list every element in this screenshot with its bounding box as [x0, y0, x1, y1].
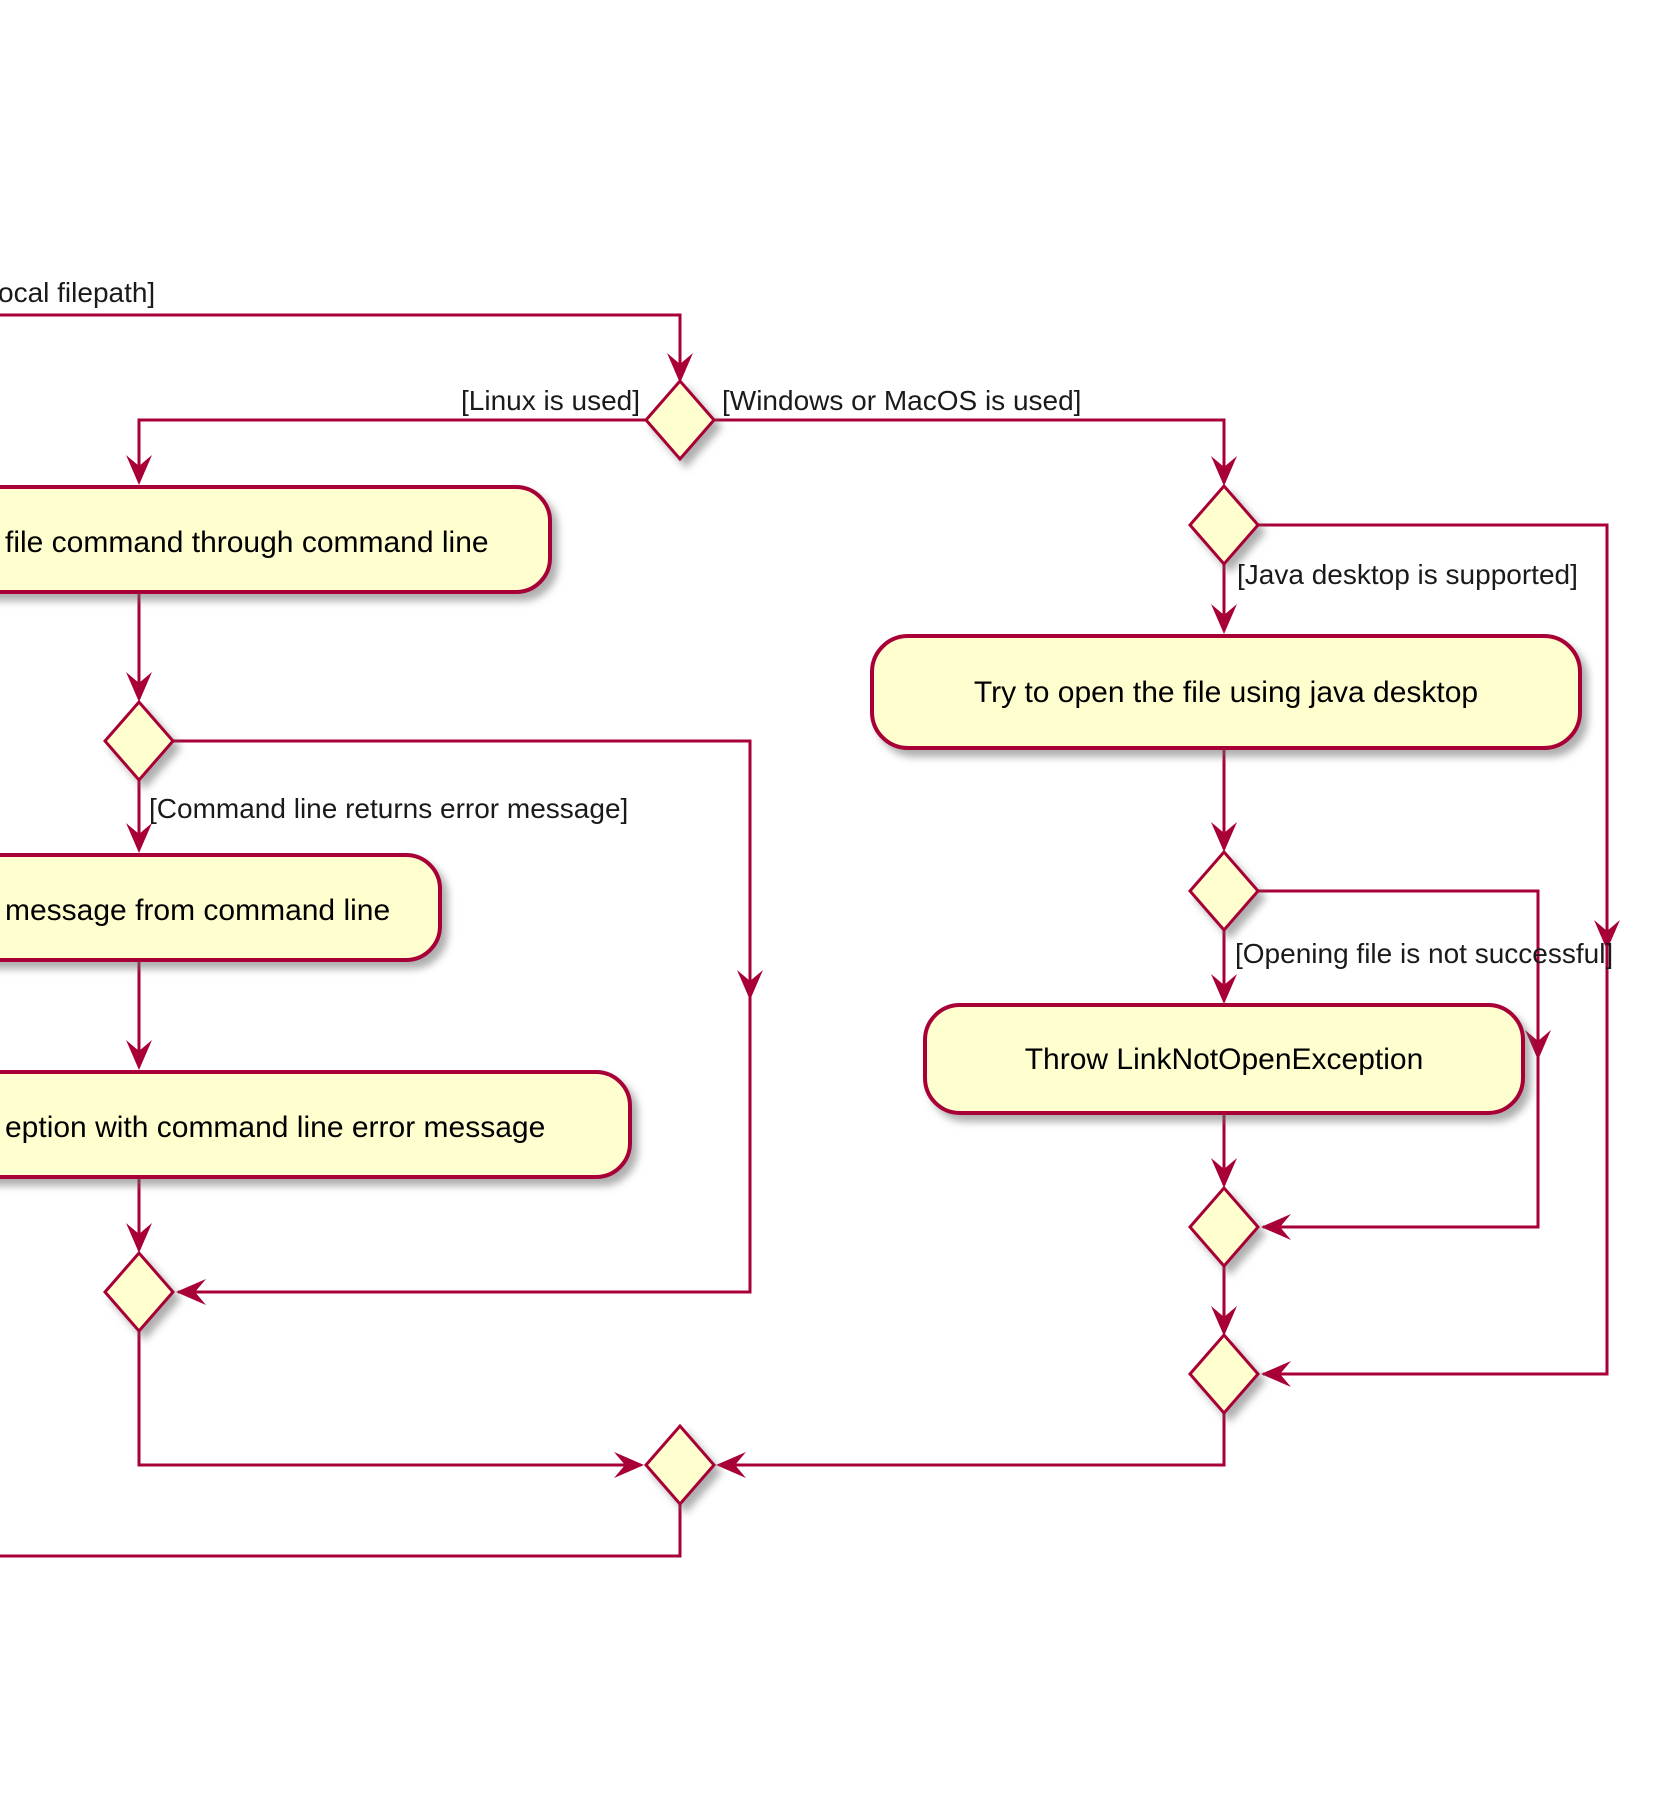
edge-bottom-merge-out — [0, 1504, 682, 1558]
arrowhead-down-icon — [1211, 1306, 1237, 1336]
arrowhead-down-icon — [126, 672, 152, 702]
edge-label-linux: [Linux is used] — [461, 385, 640, 416]
edge-label-java-supported: [Java desktop is supported] — [1237, 559, 1578, 590]
edge-label-windows-macos: [Windows or MacOS is used] — [722, 385, 1081, 416]
activity-java-open — [870, 634, 1582, 750]
merge-java-branch — [1188, 1332, 1260, 1416]
merge-left — [103, 1250, 175, 1334]
decision-os — [644, 378, 716, 462]
decision-java-supported — [1188, 483, 1260, 567]
diamonds — [103, 378, 1260, 1507]
activity-java-throw-label: Throw LinkNotOpenException — [1025, 1043, 1424, 1076]
edge-into-os-decision — [0, 313, 682, 380]
edge-label-local-filepath: ocal filepath] — [0, 277, 155, 308]
edge-leftmerge-to-bottom — [137, 1331, 641, 1467]
arrowhead-down-icon — [1211, 822, 1237, 852]
activities — [0, 485, 1582, 1179]
activity-open-file-command — [0, 485, 552, 594]
arrowhead-down-icon — [126, 1040, 152, 1070]
activity-open-file-command-label: file command through command line — [5, 526, 489, 559]
decision-cmd-error — [103, 699, 175, 783]
arrowhead-down-icon — [1594, 920, 1620, 950]
activity-throw-cmd-exception-label: eption with command line error message — [5, 1111, 545, 1144]
activity-error-message — [0, 853, 442, 962]
activity-error-message-label: message from command line — [5, 894, 390, 927]
merge-bottom — [644, 1423, 716, 1507]
edge-label-cmd-error: [Command line returns error message] — [149, 793, 628, 824]
arrowhead-down-icon — [1211, 456, 1237, 486]
edges — [0, 313, 1620, 1558]
arrowhead-left-icon — [176, 1279, 206, 1305]
arrowhead-down-icon — [126, 823, 152, 853]
arrowhead-left-icon — [1261, 1214, 1291, 1240]
arrowhead-right-icon — [614, 1452, 644, 1478]
arrowhead-left-icon — [1261, 1361, 1291, 1387]
arrowhead-down-icon — [1211, 604, 1237, 634]
arrowhead-down-icon — [1525, 1030, 1551, 1060]
edge-merge5-to-bottom — [719, 1413, 1226, 1467]
arrowhead-down-icon — [1211, 974, 1237, 1004]
activity-java-throw — [923, 1003, 1525, 1115]
edge-label-open-fail: [Opening file is not successful] — [1235, 938, 1613, 969]
decision-open-success — [1188, 849, 1260, 933]
edge-left-bypass — [173, 739, 752, 1294]
text-layer: file command through command line messag… — [0, 277, 1613, 1144]
arrowhead-left-icon — [716, 1452, 746, 1478]
arrowhead-down-icon — [126, 455, 152, 485]
edge-linux-branch — [137, 418, 646, 482]
activity-java-open-label: Try to open the file using java desktop — [974, 676, 1478, 709]
edge-windows-branch — [714, 418, 1226, 483]
arrowhead-down-icon — [667, 353, 693, 383]
arrowhead-down-icon — [126, 1223, 152, 1253]
merge-java-throw — [1188, 1185, 1260, 1269]
activity-throw-cmd-exception — [0, 1070, 632, 1179]
arrowhead-down-icon — [737, 970, 763, 1000]
arrowhead-down-icon — [1211, 1158, 1237, 1188]
